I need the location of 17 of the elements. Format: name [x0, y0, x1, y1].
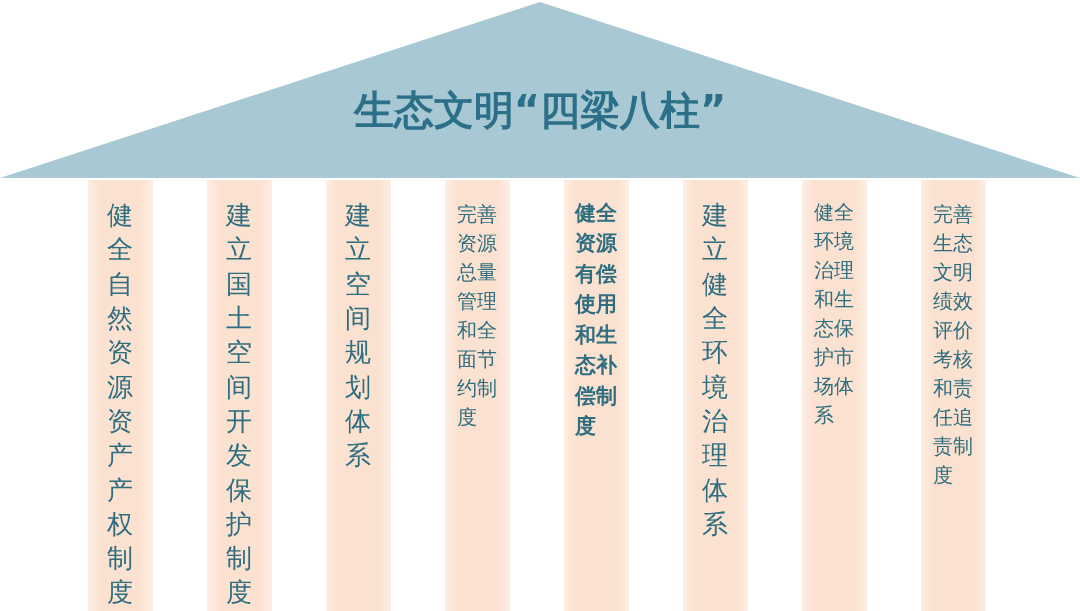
pillar-label: 建立空间规划体系 — [345, 199, 372, 473]
pillar-label: 健全资源有偿使用和生态补偿制度 — [575, 200, 618, 441]
pillar — [207, 180, 272, 611]
pillar — [802, 180, 867, 611]
roof-label: 生态文明“四梁八柱” — [352, 86, 728, 134]
pillar — [564, 180, 629, 611]
pillar — [921, 180, 986, 611]
pillar — [88, 180, 153, 611]
pillar-label: 完善生态文明绩效评价考核和责任追责制度 — [933, 201, 974, 489]
pillar-label: 建立健全环境治理体系 — [702, 199, 729, 541]
pillar — [326, 180, 391, 611]
pillar-label: 健全自然资源资产产权制度 — [107, 199, 134, 610]
pillar-label: 健全环境治理和生态保护市场体系 — [814, 199, 855, 429]
pillar — [683, 180, 748, 611]
pillar — [445, 180, 510, 611]
pillar-label: 建立国土空间开发保护制度 — [226, 199, 253, 610]
pillar-label: 完善资源总量管理和全面节约制度 — [457, 201, 498, 431]
